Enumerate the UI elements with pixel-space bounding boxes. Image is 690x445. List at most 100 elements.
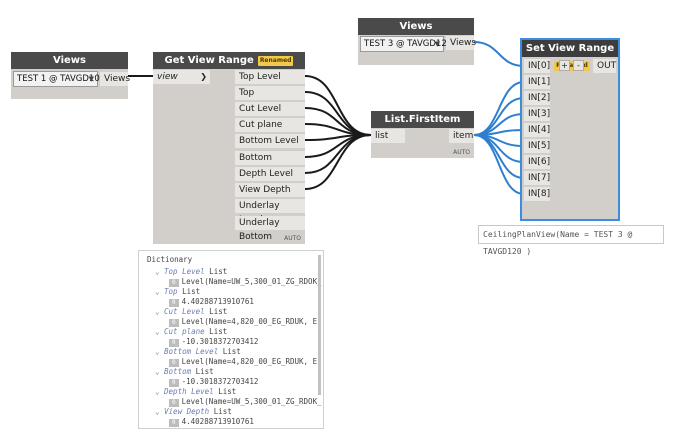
watch-index: 0 xyxy=(169,279,179,287)
views-dropdown-left-value: TEST 1 @ TAVGD100 xyxy=(17,74,106,84)
watch-dict-key-row: ⌄ Cut plane List xyxy=(155,327,227,337)
input-port-4[interactable]: IN[4] xyxy=(524,123,550,137)
input-port-8[interactable]: IN[8] xyxy=(524,187,550,201)
watch-key: View Depth xyxy=(164,407,210,416)
output-top-level[interactable]: Top Level xyxy=(235,70,305,84)
item-output-port[interactable]: item xyxy=(449,129,474,143)
input-port-3[interactable]: IN[3] xyxy=(524,107,550,121)
out-port[interactable]: OUT xyxy=(593,59,616,73)
list-first-item-node[interactable]: List.FirstItem list item AUTO xyxy=(371,111,474,158)
lacing-label: AUTO xyxy=(284,235,301,242)
input-port-7[interactable]: IN[7] xyxy=(524,171,550,185)
watch-index: 0 xyxy=(169,379,179,387)
output-bottom[interactable]: Bottom xyxy=(235,151,305,165)
views-dropdown-top-value: TEST 3 @ TAVGD120 xyxy=(364,39,453,49)
watch-value: Level(Name=4,820_00_EG_RDUK, E: xyxy=(181,317,322,326)
list-input-port[interactable]: list xyxy=(371,129,405,143)
watch-type: List xyxy=(218,347,241,356)
watch-key: Bottom xyxy=(164,367,192,376)
output-underlay-bottom[interactable]: Underlay Bottom xyxy=(235,216,305,242)
watch-type: List xyxy=(209,407,232,416)
output-bottom-level[interactable]: Bottom Level xyxy=(235,134,305,148)
views-node-top[interactable]: Views TEST 3 @ TAVGD120 ▼ Views xyxy=(358,18,476,65)
remove-input-button[interactable]: - xyxy=(573,60,584,71)
views-node-top-title: Views xyxy=(358,18,474,35)
watch-type: List xyxy=(191,367,214,376)
watch-value: 4.40288713910761 xyxy=(181,417,254,426)
watch-value-row: 0-10.3018372703412 xyxy=(169,337,258,347)
views-dropdown-top[interactable]: TEST 3 @ TAVGD120 ▼ xyxy=(360,36,452,52)
wire-group-black xyxy=(304,75,372,190)
watch-index: 0 xyxy=(169,299,179,307)
watch-dict-key-row: ⌄ Cut Level List xyxy=(155,307,227,317)
output-depth-level[interactable]: Depth Level xyxy=(235,167,305,181)
watch-value: Level(Name=4,820_00_EG_RDUK, E: xyxy=(181,357,322,366)
set-view-range-header: Set View RangeRenamed xyxy=(522,40,618,71)
collapse-arrow-icon[interactable]: ⌄ xyxy=(155,367,165,376)
collapse-arrow-icon[interactable]: ⌄ xyxy=(155,327,165,336)
input-port-2[interactable]: IN[2] xyxy=(524,91,550,105)
views-top-output-port[interactable]: Views xyxy=(446,36,476,50)
view-input-label: view xyxy=(157,72,178,82)
input-port-0[interactable]: IN[0] xyxy=(524,59,550,73)
set-view-range-node[interactable]: Set View RangeRenamed IN[0] IN[1] IN[2] … xyxy=(520,38,620,221)
output-top[interactable]: Top xyxy=(235,86,305,100)
watch-value: -10.3018372703412 xyxy=(181,377,259,386)
collapse-arrow-icon[interactable]: ⌄ xyxy=(155,307,165,316)
watch-index: 0 xyxy=(169,399,179,407)
renamed-badge: Renamed xyxy=(257,56,294,66)
watch-key: Top xyxy=(164,287,178,296)
watch-scrollbar[interactable] xyxy=(318,255,321,395)
set-view-range-title: Set View Range xyxy=(525,43,615,54)
list-first-item-title: List.FirstItem xyxy=(371,111,474,128)
views-dropdown-left[interactable]: TEST 1 @ TAVGD100 ▼ xyxy=(13,71,105,87)
views-node-left[interactable]: Views TEST 1 @ TAVGD100 ▼ Views xyxy=(11,52,130,99)
watch-key: Cut Level xyxy=(164,307,205,316)
input-port-5[interactable]: IN[5] xyxy=(524,139,550,153)
chevron-down-icon: ▼ xyxy=(434,40,440,48)
output-underlay-level[interactable]: Underlay Level xyxy=(235,199,305,225)
watch-key: Top Level xyxy=(164,267,205,276)
add-input-button[interactable]: + xyxy=(559,60,570,71)
preview-text: CeilingPlanView(Name = TEST 3 @ TAVGD120… xyxy=(483,230,633,256)
input-port-6[interactable]: IN[6] xyxy=(524,155,550,169)
view-input-port[interactable]: view ❯ xyxy=(153,70,210,84)
watch-value-row: 0-10.3018372703412 xyxy=(169,377,258,387)
watch-value: Level(Name=UW_5,300_01_ZG_RDOK_ xyxy=(181,277,322,286)
watch-type: List xyxy=(213,387,237,396)
output-view-depth[interactable]: View Depth xyxy=(235,183,305,197)
preview-bubble: CeilingPlanView(Name = TEST 3 @ TAVGD120… xyxy=(478,225,664,256)
input-port-1[interactable]: IN[1] xyxy=(524,75,550,89)
watch-type: List xyxy=(204,327,228,336)
watch-index: 0 xyxy=(169,339,179,347)
watch-value: -10.3018372703412 xyxy=(181,337,259,346)
watch-index: 0 xyxy=(169,319,179,327)
collapse-arrow-icon[interactable]: ⌄ xyxy=(155,267,165,276)
watch-type: List xyxy=(177,287,201,296)
watch-value: Level(Name=UW_5,300_01_ZG_RDOK_ xyxy=(181,397,322,406)
chevron-right-icon: ❯ xyxy=(200,72,207,81)
views-left-output-port[interactable]: Views xyxy=(100,72,130,86)
collapse-arrow-icon[interactable]: ⌄ xyxy=(155,387,165,396)
watch-type: List xyxy=(204,307,228,316)
watch-dict-key-row: ⌄ View Depth List xyxy=(155,407,232,417)
watch-dict-key-row: ⌄ Top List xyxy=(155,287,200,297)
collapse-arrow-icon[interactable]: ⌄ xyxy=(155,407,165,416)
output-cut-plane[interactable]: Cut plane xyxy=(235,118,305,132)
watch-header: Dictionary xyxy=(147,255,193,264)
watch-index: 0 xyxy=(169,419,179,427)
watch-type: List xyxy=(204,267,228,276)
watch-key: Cut plane xyxy=(164,327,205,336)
collapse-arrow-icon[interactable]: ⌄ xyxy=(155,347,165,356)
output-cut-level[interactable]: Cut Level xyxy=(235,102,305,116)
wire-group-blue xyxy=(473,41,525,195)
collapse-arrow-icon[interactable]: ⌄ xyxy=(155,287,165,296)
